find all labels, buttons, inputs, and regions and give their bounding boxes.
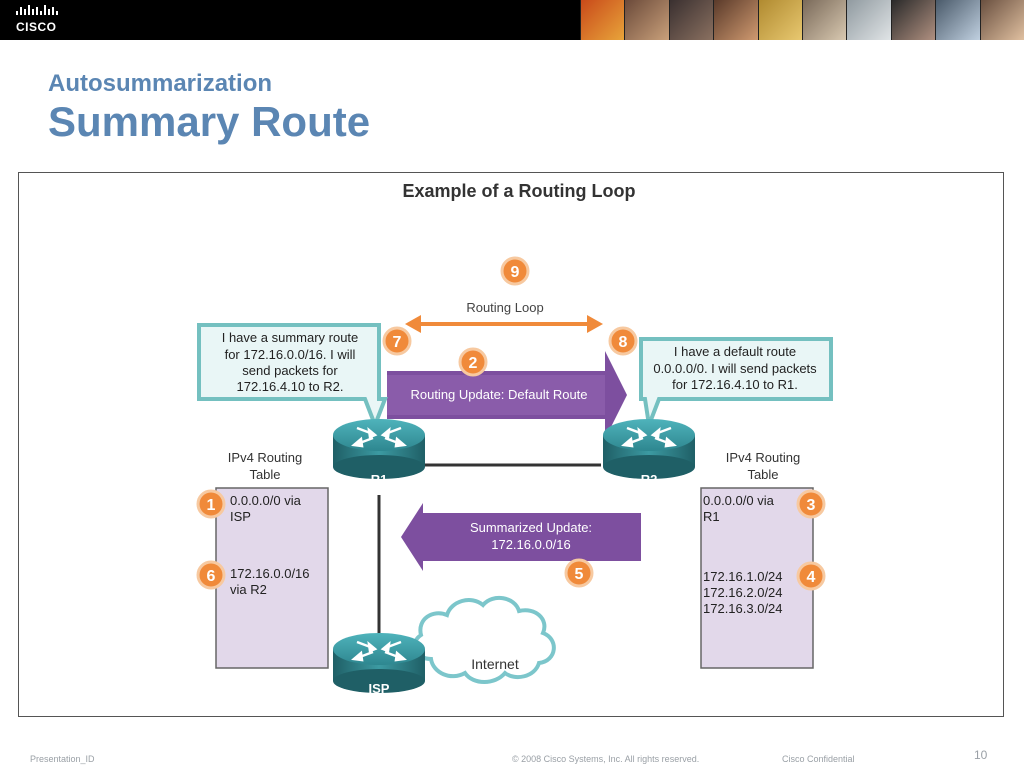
- step-badge-4: 4: [796, 561, 826, 591]
- diagram-title: Example of a Routing Loop: [403, 181, 636, 201]
- router-r2-label: R2: [641, 472, 658, 487]
- svg-text:6: 6: [207, 568, 216, 585]
- confidential-label: Cisco Confidential: [782, 754, 855, 764]
- r2-entry-network-2: 172.16.2.0/24: [703, 585, 783, 600]
- r1-bubble-line1: I have a summary route: [222, 330, 359, 345]
- r2-entry-default-line2: R1: [703, 509, 720, 524]
- r1-entry-summary-line1: 172.16.0.0/16: [230, 566, 310, 581]
- svg-text:5: 5: [575, 566, 584, 583]
- router-r1-label: R1: [371, 472, 388, 487]
- internet-cloud-icon: [412, 595, 556, 684]
- r1-table-title-line1: IPv4 Routing: [228, 450, 302, 465]
- diagram-frame: Example of a Routing Loop Routing Loop R…: [18, 172, 1004, 717]
- step-badge-1: 1: [196, 489, 226, 519]
- summarized-update-line1: Summarized Update:: [470, 520, 592, 535]
- svg-text:9: 9: [511, 264, 520, 281]
- r1-table-title-line2: Table: [249, 467, 280, 482]
- r2-table-title-line1: IPv4 Routing: [726, 450, 800, 465]
- r2-bubble-line3: for 172.16.4.10 to R1.: [672, 377, 798, 392]
- r2-bubble-line2: 0.0.0.0/0. I will send packets: [653, 361, 817, 376]
- r1-speech-bubble: [197, 323, 388, 431]
- router-r2-icon: [603, 419, 695, 479]
- r1-routing-table: [215, 487, 329, 669]
- router-r1-icon: [333, 419, 425, 479]
- r2-table-title-line2: Table: [747, 467, 778, 482]
- r1-bubble-line3: send packets for: [242, 363, 338, 378]
- default-route-update-arrow: [387, 351, 627, 439]
- step-badge-6: 6: [196, 560, 226, 590]
- step-badge-2: 2: [458, 347, 488, 377]
- svg-text:4: 4: [807, 569, 816, 586]
- router-isp-label: ISP: [369, 681, 390, 696]
- r2-routing-table: [700, 487, 814, 669]
- r1-entry-default-line2: ISP: [230, 509, 251, 524]
- routing-loop-arrow: [405, 315, 603, 333]
- svg-text:2: 2: [469, 355, 478, 372]
- r2-speech-bubble: [639, 337, 833, 433]
- r1-bubble-line2: for 172.16.0.0/16. I will: [225, 347, 356, 362]
- r2-bubble-line1: I have a default route: [674, 344, 796, 359]
- svg-text:1: 1: [207, 497, 216, 514]
- r1-entry-default-line1: 0.0.0.0/0 via: [230, 493, 302, 508]
- top-banner: CISCO: [0, 0, 1024, 40]
- internet-label: Internet: [471, 656, 519, 672]
- banner-photo-strip: [580, 0, 1024, 40]
- r1-entry-summary-line2: via R2: [230, 582, 267, 597]
- copyright-text: © 2008 Cisco Systems, Inc. All rights re…: [512, 754, 700, 764]
- summarized-update-arrow: [401, 503, 641, 571]
- summarized-update-line2: 172.16.0.0/16: [491, 537, 571, 552]
- svg-text:8: 8: [619, 334, 628, 351]
- r2-entry-network-3: 172.16.3.0/24: [703, 601, 783, 616]
- routing-loop-diagram: Example of a Routing Loop Routing Loop R…: [196, 181, 833, 696]
- step-badge-3: 3: [796, 489, 826, 519]
- router-isp-icon: [333, 633, 425, 693]
- step-badge-9: 9: [500, 256, 530, 286]
- presentation-id: Presentation_ID: [30, 754, 95, 764]
- default-route-update-label: Routing Update: Default Route: [410, 387, 587, 402]
- r2-entry-default-line1: 0.0.0.0/0 via: [703, 493, 775, 508]
- svg-text:7: 7: [393, 334, 402, 351]
- step-badge-8: 8: [608, 326, 638, 356]
- cisco-logo-icon: [16, 5, 58, 15]
- slide-title: Summary Route: [48, 98, 371, 145]
- step-badge-5: 5: [564, 558, 594, 588]
- brand-name: CISCO: [16, 20, 57, 34]
- svg-text:3: 3: [807, 497, 816, 514]
- step-badge-7: 7: [382, 326, 412, 356]
- r1-bubble-line4: 172.16.4.10 to R2.: [237, 379, 344, 394]
- routing-loop-label: Routing Loop: [466, 300, 543, 315]
- r2-entry-network-1: 172.16.1.0/24: [703, 569, 783, 584]
- page-number: 10: [974, 748, 988, 762]
- slide-subtitle: Autosummarization: [48, 70, 273, 97]
